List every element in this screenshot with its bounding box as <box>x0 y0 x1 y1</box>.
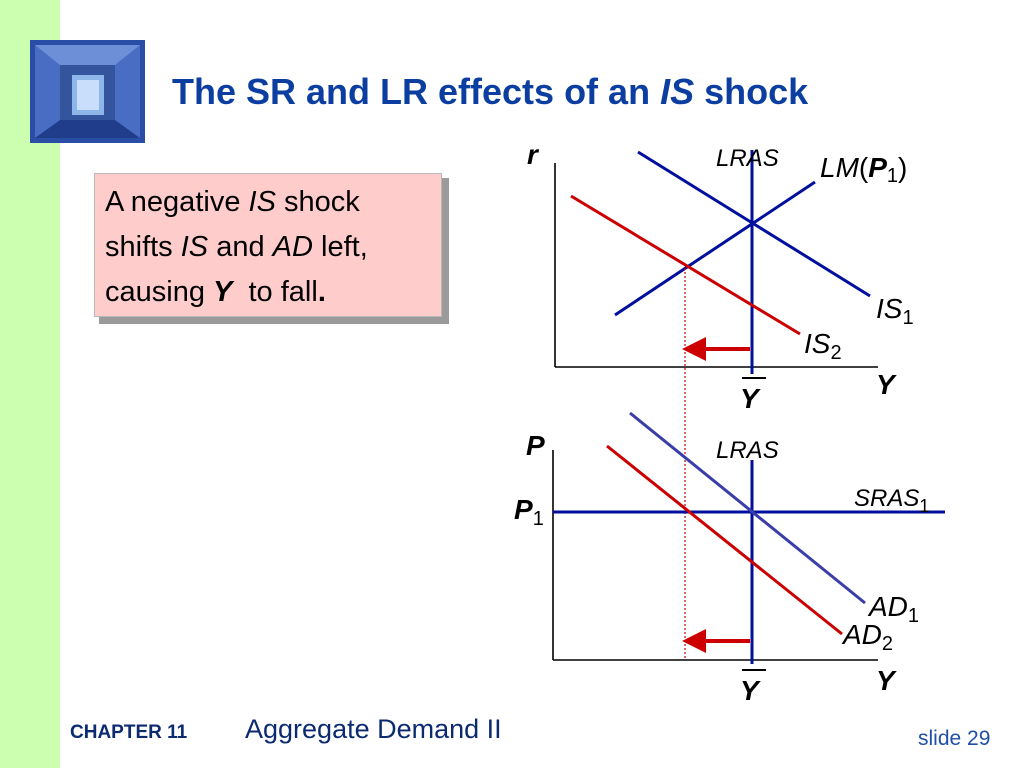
slide-title: The SR and LR effects of an IS shock <box>172 71 809 112</box>
footer-chapter-label: CHAPTER 11 <box>70 722 188 743</box>
ad2-curve <box>606 444 843 636</box>
bottom-diagram: P Y LRAS SRAS1 P1 AD1 AD2 Y <box>514 411 945 706</box>
callout-line-2: shifts IS and AD left, <box>105 231 368 263</box>
chapter-logo-icon <box>30 40 145 143</box>
top-diagram: r Y LRAS LM(P1) IS1 IS2 Y <box>527 139 914 414</box>
footer-subject-label: Aggregate Demand II <box>245 714 502 744</box>
top-ybar-label: Y <box>740 383 761 414</box>
top-x-axis-label: Y <box>876 369 897 400</box>
lm-curve <box>614 180 816 317</box>
ad1-label: AD1 <box>867 591 919 627</box>
lm-label: LM(P1) <box>820 152 907 187</box>
ad2-label: AD2 <box>841 619 893 655</box>
top-lras-label: LRAS <box>716 145 779 172</box>
callout-line-1: A negative IS shock <box>105 186 360 218</box>
bottom-x-axis-label: Y <box>876 665 897 696</box>
p1-label: P1 <box>514 494 544 530</box>
is2-label: IS2 <box>804 328 842 364</box>
is2-curve <box>570 194 801 336</box>
top-y-axis-label: r <box>527 139 540 170</box>
is1-label: IS1 <box>876 293 914 329</box>
sras1-label: SRAS1 <box>854 485 929 516</box>
callout-box: A negative IS shock shifts IS and AD lef… <box>94 173 442 317</box>
bottom-ybar-label: Y <box>740 675 761 706</box>
bottom-lras-label: LRAS <box>716 437 779 464</box>
callout-line-3: causing Y to fall. <box>105 276 326 308</box>
footer-slide-number: slide 29 <box>918 727 991 750</box>
bottom-y-axis-label: P <box>526 430 545 461</box>
ad1-curve <box>629 411 866 605</box>
